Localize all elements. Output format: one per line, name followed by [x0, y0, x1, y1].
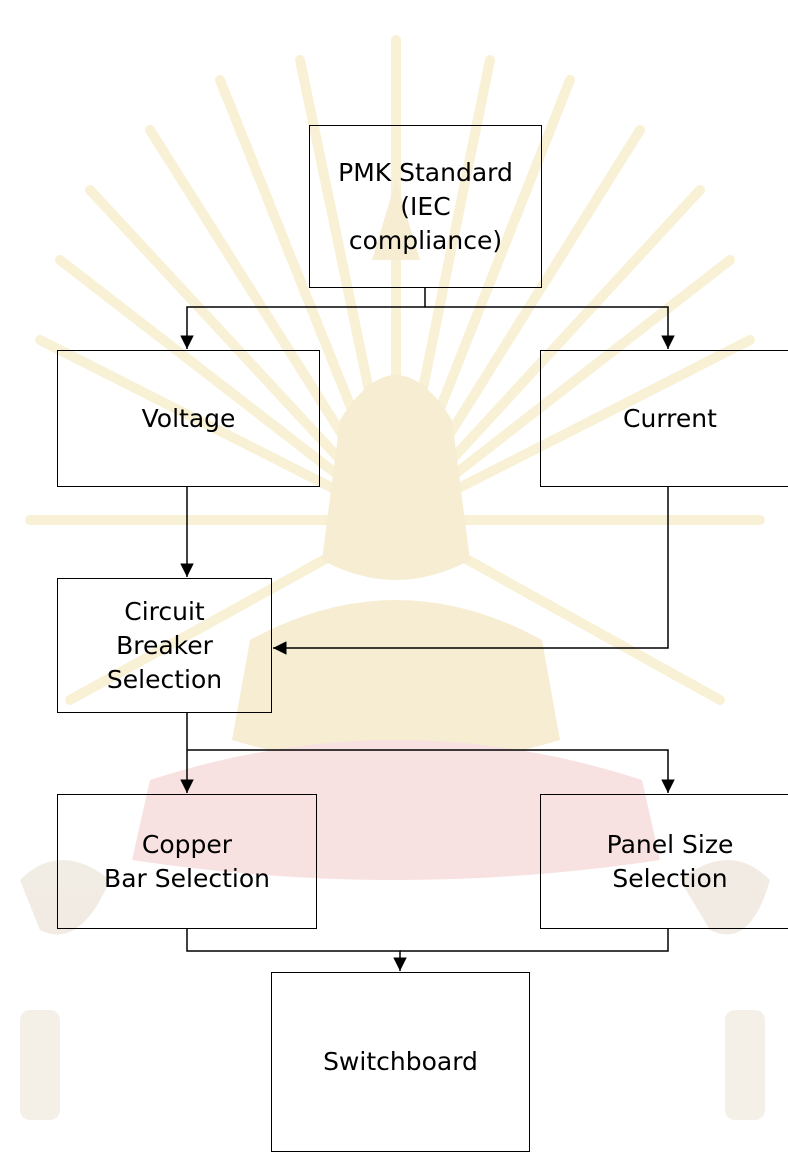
node-pmk-standard: PMK Standard (IEC compliance) — [309, 125, 542, 288]
edge-copper-switch — [187, 929, 400, 971]
node-panel-size-selection: Panel Size Selection — [540, 794, 788, 929]
edge-panel-switch — [400, 929, 668, 951]
node-circuit-breaker-label: Circuit Breaker Selection — [107, 595, 222, 697]
node-current: Current — [540, 350, 788, 487]
edge-pmk-voltage — [187, 288, 425, 349]
node-copper-bar-selection: Copper Bar Selection — [57, 794, 317, 929]
node-current-label: Current — [623, 402, 717, 436]
edge-pmk-current — [425, 307, 668, 349]
node-copper-bar-label: Copper Bar Selection — [104, 828, 270, 896]
node-panel-size-label: Panel Size Selection — [607, 828, 734, 896]
edge-current-cb — [273, 487, 668, 648]
node-switchboard-label: Switchboard — [323, 1045, 478, 1079]
edge-cb-panel — [187, 750, 668, 793]
node-switchboard: Switchboard — [271, 972, 530, 1152]
node-voltage-label: Voltage — [142, 402, 236, 436]
node-voltage: Voltage — [57, 350, 320, 487]
node-pmk-standard-label: PMK Standard (IEC compliance) — [338, 156, 513, 258]
node-circuit-breaker-selection: Circuit Breaker Selection — [57, 578, 272, 713]
